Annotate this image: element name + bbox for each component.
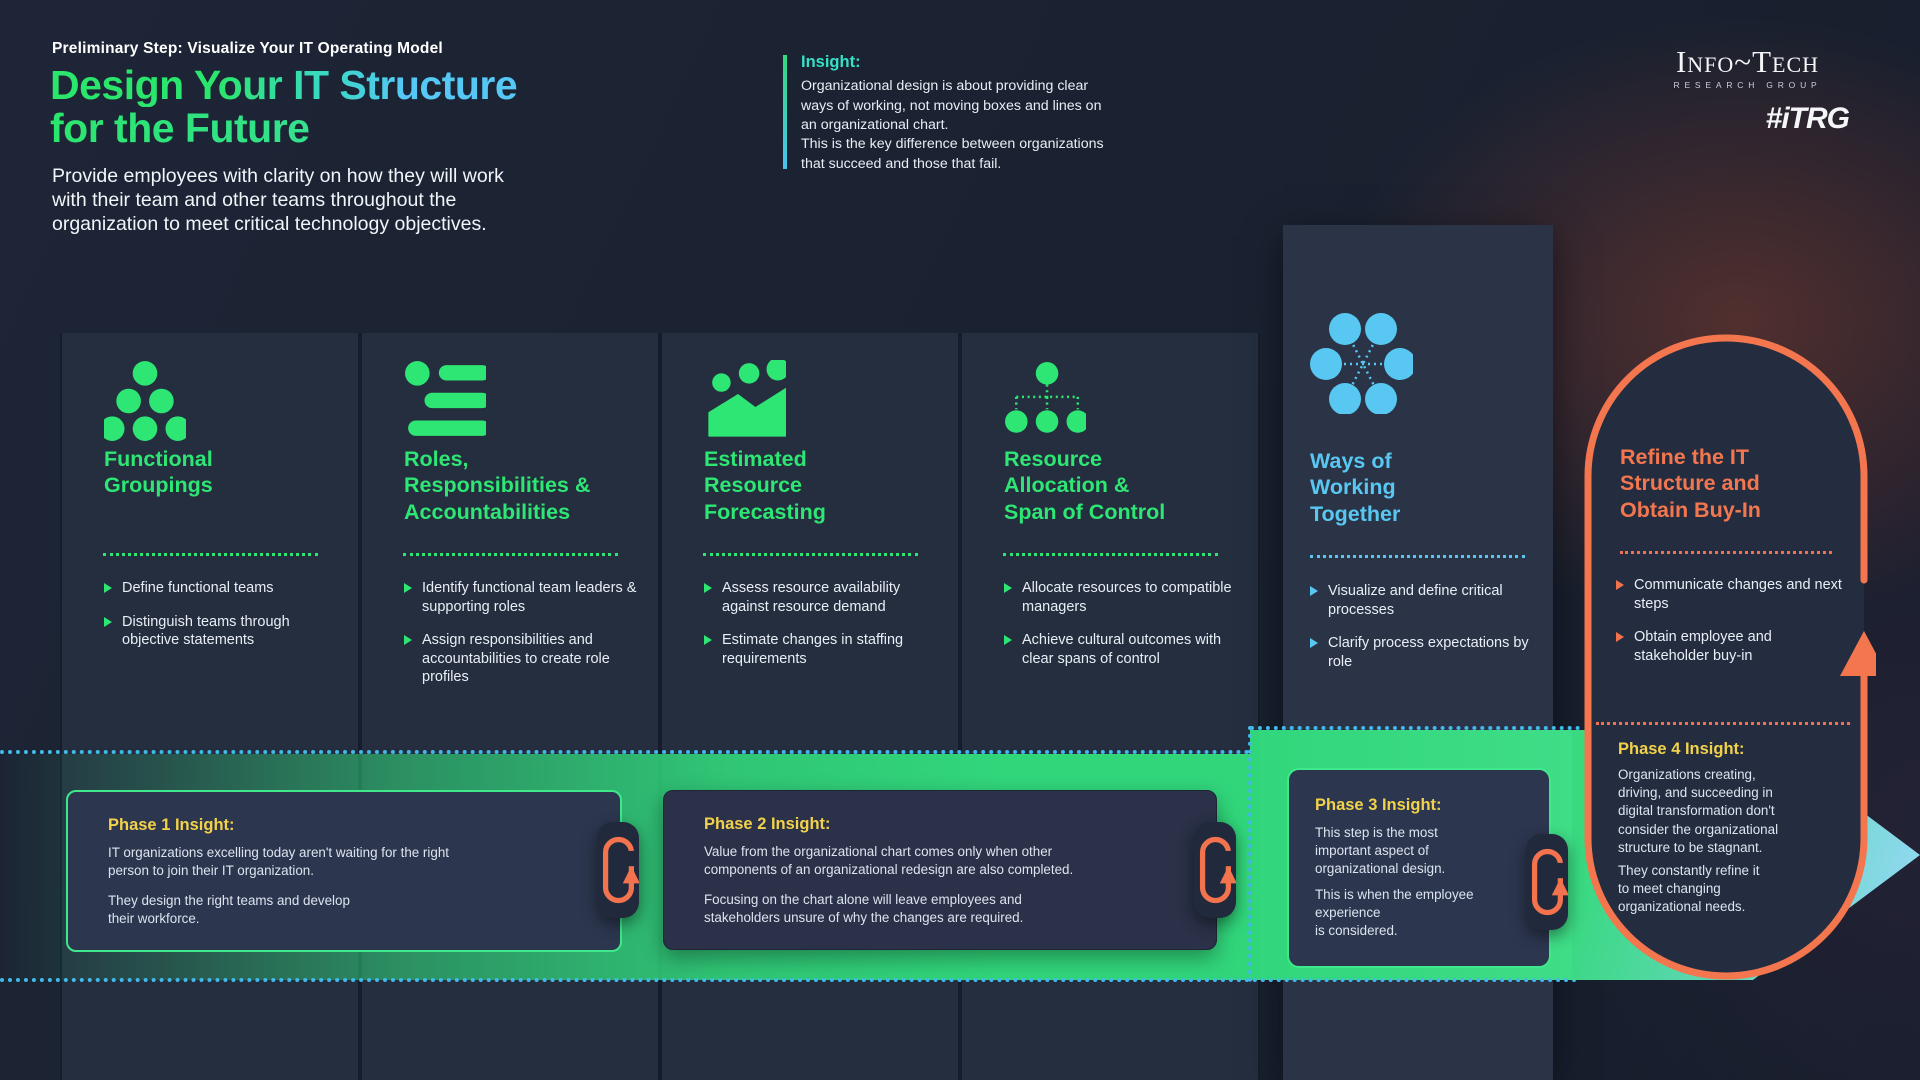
dotted-separator <box>103 553 318 556</box>
dotted-separator <box>403 553 618 556</box>
dotted-guide-top <box>0 750 1250 754</box>
page-subtitle: Provide employees with clarity on how th… <box>52 165 504 235</box>
page-title-line2: for the Future <box>50 106 517 150</box>
itrg-logo: #iTRG <box>1765 102 1850 135</box>
bullet-item: Obtain employee and stakeholder buy-in <box>1616 628 1848 665</box>
loop-arrow-icon <box>1194 822 1237 918</box>
bullet-text: Estimate changes in staffing requirement… <box>722 632 904 667</box>
column-bullets: Communicate changes and next steps Obtai… <box>1616 576 1848 680</box>
column-heading: Resource Allocation & Span of Control <box>1004 447 1166 524</box>
phase-body-1: Value from the organizational chart come… <box>704 844 1074 878</box>
loop-arrow-icon <box>1526 834 1569 930</box>
phase-body-2: They constantly refine it to meet changi… <box>1618 863 1760 915</box>
phase-1-insight-box: Phase 1 Insight: IT organizations excell… <box>66 790 622 952</box>
page-title: Design Your IT Structure for the Future <box>50 62 518 151</box>
infotech-logo: Info~Tech RESEARCH GROUP #iTRG <box>1640 46 1855 136</box>
triangle-bullet-icon <box>1004 635 1012 646</box>
column-heading: Estimated Resource Forecasting <box>704 447 826 524</box>
logo-subtitle: RESEARCH GROUP <box>1673 80 1822 90</box>
column-bullets: Assess resource availability against res… <box>704 579 942 683</box>
column-bullets: Allocate resources to compatible manager… <box>1004 579 1242 683</box>
bullet-text: Communicate changes and next steps <box>1634 577 1842 612</box>
bullet-item: Assess resource availability against res… <box>704 579 942 616</box>
kicker-text: Preliminary Step: Visualize Your IT Oper… <box>52 40 443 57</box>
dotted-separator <box>1310 555 1525 558</box>
org-chart-icon <box>1004 360 1090 447</box>
bullet-text: Clarify process expectations by role <box>1328 635 1529 670</box>
team-dots-icon <box>99 360 191 447</box>
triangle-bullet-icon <box>1616 580 1624 590</box>
page-title-line1: Design Your IT Structure <box>50 62 518 108</box>
dotted-separator <box>1596 722 1850 725</box>
insight-accent-bar <box>783 55 787 169</box>
bullet-text: Define functional teams <box>122 580 274 596</box>
triangle-bullet-icon <box>704 635 712 646</box>
phase-3-insight-box: Phase 3 Insight: This step is the most i… <box>1287 768 1551 968</box>
insight-paragraph-1: Organizational design is about providing… <box>801 78 1102 134</box>
triangle-bullet-icon <box>1004 583 1012 593</box>
dotted-separator <box>1003 553 1218 556</box>
triangle-bullet-icon <box>1310 586 1318 596</box>
bullet-item: Allocate resources to compatible manager… <box>1004 579 1242 616</box>
phase-body-2: This is when the employee experience is … <box>1315 887 1474 939</box>
bullet-item: Identify functional team leaders & suppo… <box>404 579 642 616</box>
phase-title: Phase 4 Insight: <box>1618 740 1745 758</box>
network-circles-icon <box>1309 310 1416 419</box>
bullet-text: Distinguish teams through objective stat… <box>122 613 290 649</box>
triangle-bullet-icon <box>404 635 412 646</box>
triangle-bullet-icon <box>104 616 112 627</box>
phase-body-1: IT organizations excelling today aren't … <box>108 845 449 879</box>
phase-body-2: Focusing on the chart alone will leave e… <box>704 892 1024 926</box>
column-heading: Ways of Working Together <box>1310 449 1401 526</box>
bullet-text: Identify functional team leaders & suppo… <box>422 580 637 615</box>
bullet-item: Achieve cultural outcomes with clear spa… <box>1004 631 1242 668</box>
bullet-text: Assign responsibilities and accountabili… <box>422 632 610 686</box>
triangle-bullet-icon <box>104 583 112 593</box>
insight-paragraph-2: This is the key difference between organ… <box>801 136 1104 172</box>
dotted-separator <box>1620 551 1832 554</box>
bullet-item: Clarify process expectations by role <box>1310 634 1548 671</box>
triangle-bullet-icon <box>1310 638 1318 649</box>
role-list-icon <box>404 360 491 447</box>
phase-body-1: Organizations creating, driving, and suc… <box>1618 767 1779 855</box>
capsule-border <box>1584 334 1868 980</box>
triangle-bullet-icon <box>704 583 712 593</box>
column-heading: Functional Groupings <box>104 447 213 498</box>
phase-body-1: This step is the most important aspect o… <box>1315 825 1446 877</box>
dotted-guide-notch-top <box>1250 726 1580 730</box>
bullet-text: Obtain employee and stakeholder buy-in <box>1634 629 1772 664</box>
phase-body-2: They design the right teams and develop … <box>108 893 350 927</box>
bullet-item: Define functional teams <box>104 579 342 598</box>
column-bullets: Visualize and define critical processes … <box>1310 582 1548 686</box>
bullet-text: Achieve cultural outcomes with clear spa… <box>1022 632 1222 667</box>
dotted-guide-bottom <box>0 978 1578 982</box>
forecast-chart-icon <box>704 357 790 447</box>
bullet-item: Visualize and define critical processes <box>1310 582 1548 619</box>
dotted-guide-notch-left <box>1248 726 1252 982</box>
bullet-text: Visualize and define critical processes <box>1328 583 1503 618</box>
logo-wordmark: Info~Tech <box>1675 44 1820 79</box>
insight-label: Insight: <box>801 53 861 71</box>
column-heading: Refine the IT Structure and Obtain Buy-I… <box>1620 445 1761 522</box>
column-heading: Roles, Responsibilities & Accountabiliti… <box>404 447 591 524</box>
bullet-item: Assign responsibilities and accountabili… <box>404 631 642 687</box>
phase-title: Phase 1 Insight: <box>108 816 235 834</box>
bullet-item: Communicate changes and next steps <box>1616 576 1848 613</box>
dotted-separator <box>703 553 918 556</box>
bullet-item: Distinguish teams through objective stat… <box>104 613 342 650</box>
triangle-bullet-icon <box>1616 632 1624 643</box>
bullet-text: Allocate resources to compatible manager… <box>1022 580 1232 615</box>
column-bullets: Define functional teams Distinguish team… <box>104 579 342 665</box>
phase-2-insight-box: Phase 2 Insight: Value from the organiza… <box>663 790 1217 950</box>
triangle-bullet-icon <box>404 583 412 593</box>
bullet-item: Estimate changes in staffing requirement… <box>704 631 942 668</box>
loop-arrow-icon <box>597 822 640 918</box>
column-bullets: Identify functional team leaders & suppo… <box>404 579 642 702</box>
phase-title: Phase 3 Insight: <box>1315 796 1442 814</box>
bullet-text: Assess resource availability against res… <box>722 580 901 615</box>
phase-title: Phase 2 Insight: <box>704 815 831 833</box>
